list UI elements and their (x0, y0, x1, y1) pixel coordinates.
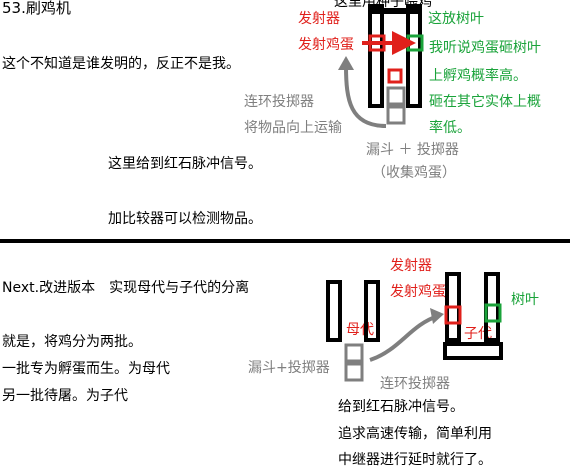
collect-label-top: （收集鸡蛋） (372, 165, 456, 181)
top-pillar-left (368, 4, 384, 108)
top-gray-arrowhead (338, 56, 354, 70)
bottom-gray-arrow (369, 314, 439, 362)
chain-label-top-1: 连环投掷器 (244, 94, 314, 110)
top-pillar-right (406, 4, 422, 108)
chain-label-bottom: 连环投掷器 (380, 376, 450, 392)
bottom-dispenser-block (444, 305, 462, 325)
green-note-line-1: 我听说鸡蛋砸树叶 (429, 40, 541, 56)
bottom-line-1: 就是，将鸡分为两批。 (2, 334, 142, 350)
leaf-label-top: 这放树叶 (428, 11, 484, 27)
dispenser-label-top: 发射器 (298, 11, 340, 27)
top-line-2: 这里给到红石脉冲信号。 (108, 156, 262, 172)
bottom-machine (326, 272, 503, 382)
bottom-leaf-block (484, 303, 502, 323)
green-note-line-4: 率低。 (429, 120, 471, 136)
section-divider (0, 239, 570, 243)
hopper-label-top: 漏斗 ＋ 投掷器 (366, 142, 459, 158)
bottom-pillar-4 (484, 272, 500, 342)
bottom-pillar-2 (364, 280, 380, 342)
top-hopper-block-1 (386, 86, 406, 106)
leaf-label-bottom: 树叶 (511, 292, 539, 308)
bottom-line-2: 一批专为孵蛋而生。为母代 (2, 361, 170, 377)
green-note-line-3: 砸在其它实体上概 (429, 94, 541, 110)
top-hopper-block-2 (386, 105, 406, 125)
bottom-note-line-1: 给到红石脉冲信号。 (338, 399, 464, 415)
top-bar (370, 8, 420, 14)
top-heading: 53.刷鸡机 (2, 0, 71, 17)
top-line-3: 加比较器可以检测物品。 (108, 211, 262, 227)
bottom-hopper-block-2 (344, 362, 364, 382)
dispenser-label-bottom: 发射器 (390, 258, 432, 274)
bottom-note-line-2: 追求高速传输，简单利用 (338, 426, 492, 442)
bottom-heading: Next.改进版本 实现母代与子代的分离 (2, 280, 250, 296)
bottom-gray-arrowhead (430, 308, 444, 324)
bottom-note-line-3: 中继器进行延时就行了。 (338, 452, 492, 468)
top-machine (338, 4, 424, 128)
bottom-hopper-block-1 (344, 343, 364, 363)
hopper-label-bottom: 漏斗+投掷器 (248, 360, 330, 376)
bottom-base (443, 342, 503, 360)
top-egg-target (387, 68, 403, 84)
bottom-pillar-1 (326, 280, 342, 342)
top-gray-arrow (344, 65, 387, 128)
dispenser-egg-label-top: 发射鸡蛋 (298, 37, 354, 53)
green-note-line-2: 上孵鸡概率高。 (429, 68, 527, 84)
chain-label-top-2: 将物品向上运输 (244, 120, 342, 136)
top-line-1: 这个不知道是谁发明的，反正不是我。 (2, 56, 240, 72)
dispenser-egg-label-bottom: 发射鸡蛋 (390, 284, 446, 300)
bottom-line-3: 另一批待屠。为子代 (2, 388, 128, 404)
